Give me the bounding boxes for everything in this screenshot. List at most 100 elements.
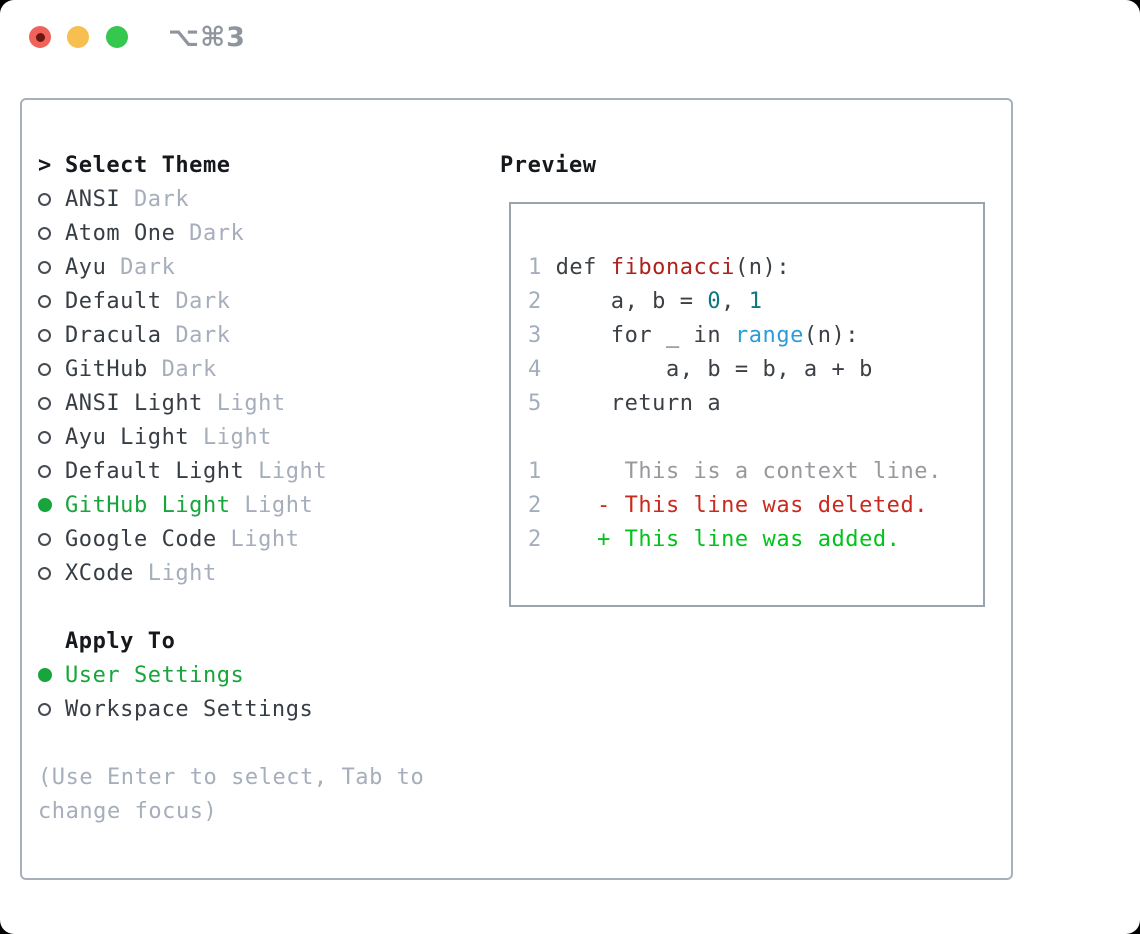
option-variant: Dark (147, 356, 217, 382)
radio-icon (38, 260, 65, 274)
spacer-row (38, 590, 424, 624)
select-theme-title: Select Theme (65, 152, 231, 178)
diff-text: This is a context line. (596, 458, 942, 484)
select-theme-header: > Select Theme (38, 148, 424, 182)
theme-option-github-light[interactable]: GitHub Light Light (38, 488, 424, 522)
radio-icon (38, 294, 65, 308)
radio-unselected-icon (38, 464, 51, 478)
option-variant: Dark (106, 254, 176, 280)
prompt-caret-icon: > (38, 152, 52, 178)
theme-option-xcode[interactable]: XCode Light (38, 556, 424, 590)
preview-header: Preview (500, 148, 597, 182)
theme-option-github[interactable]: GitHub Dark (38, 352, 424, 386)
theme-option-ansi-light[interactable]: ANSI Light Light (38, 386, 424, 420)
code-token: return a (555, 391, 722, 416)
option-label: Ayu Light (65, 424, 190, 450)
radio-unselected-icon (38, 566, 51, 580)
radio-unselected-icon (38, 260, 51, 274)
option-variant: Dark (161, 322, 231, 348)
code-line: 3 for _ in range(n): (528, 319, 983, 353)
radio-unselected-icon (38, 294, 51, 308)
option-variant: Light (230, 492, 314, 518)
radio-unselected-icon (38, 396, 51, 410)
theme-option-ayu[interactable]: Ayu Dark (38, 250, 424, 284)
minimize-button[interactable] (67, 26, 89, 48)
line-number: 1 (528, 458, 542, 484)
radio-icon (38, 362, 65, 376)
line-number: 2 (528, 526, 542, 552)
code-token: a, b = b, a + b (555, 357, 873, 383)
code-token: a, b = (555, 289, 708, 315)
maximize-button[interactable] (106, 26, 128, 48)
radio-icon (38, 430, 65, 444)
line-number: 4 (528, 357, 542, 383)
theme-option-atom-one[interactable]: Atom One Dark (38, 216, 424, 250)
line-number: 5 (528, 391, 542, 416)
option-variant: Light (216, 526, 300, 552)
code-line: 2 a, b = 0, 1 (528, 285, 983, 319)
diff-line-added: 2 + This line was added. (528, 522, 983, 556)
code-token: (n): (734, 255, 791, 281)
hint-line-2: change focus) (38, 798, 218, 824)
option-variant: Dark (120, 186, 190, 212)
close-dot-icon (35, 32, 45, 42)
diff-text: + This line was added. (596, 526, 901, 552)
radio-selected-icon (38, 498, 52, 512)
option-label: Ayu (65, 254, 107, 280)
close-button[interactable] (29, 26, 51, 48)
option-label: Default Light (65, 458, 245, 484)
line-number: 2 (528, 492, 542, 518)
usage-hint: (Use Enter to select, Tab to change focu… (38, 760, 424, 828)
option-variant: Light (133, 560, 217, 586)
radio-icon (38, 328, 65, 342)
code-token: range (734, 323, 804, 349)
code-token: 1 (748, 289, 763, 315)
theme-option-dracula[interactable]: Dracula Dark (38, 318, 424, 352)
code-token: (n): (803, 323, 860, 349)
option-label: User Settings (65, 662, 245, 688)
option-variant: Dark (175, 220, 245, 246)
radio-selected-icon (38, 668, 52, 682)
option-label: Workspace Settings (65, 696, 314, 722)
theme-option-google-code[interactable]: Google Code Light (38, 522, 424, 556)
spacer-row (38, 726, 424, 760)
code-line: 4 a, b = b, a + b (528, 353, 983, 387)
theme-option-default[interactable]: Default Dark (38, 284, 424, 318)
preview-title: Preview (500, 152, 597, 178)
code-line: 1 def fibonacci(n): (528, 251, 983, 285)
radio-icon (38, 498, 65, 512)
radio-icon (38, 566, 65, 580)
code-token: , (721, 289, 749, 315)
theme-option-ansi[interactable]: ANSI Dark (38, 182, 424, 216)
option-label: XCode (65, 560, 134, 586)
line-number: 1 (528, 255, 542, 281)
code-line (528, 420, 983, 454)
theme-option-ayu-light[interactable]: Ayu Light Light (38, 420, 424, 454)
option-variant: Light (202, 390, 286, 416)
option-label: Atom One (65, 220, 176, 246)
option-variant: Light (244, 458, 328, 484)
option-label: ANSI (65, 186, 121, 212)
radio-unselected-icon (38, 226, 51, 240)
theme-option-default-light[interactable]: Default Light Light (38, 454, 424, 488)
line-number: 2 (528, 289, 542, 315)
code-token: 0 (707, 289, 722, 315)
radio-unselected-icon (38, 702, 51, 716)
hint-line-1: (Use Enter to select, Tab to (38, 764, 425, 790)
titlebar: ⌥⌘3 (0, 0, 1140, 98)
radio-unselected-icon (38, 430, 51, 444)
code-token: for _ in (555, 323, 735, 349)
radio-icon (38, 702, 65, 716)
apply-option-user-settings[interactable]: User Settings (38, 658, 424, 692)
code-token: fibonacci (610, 255, 735, 281)
option-variant: Light (189, 424, 272, 450)
radio-icon (38, 226, 65, 240)
apply-option-workspace-settings[interactable]: Workspace Settings (38, 692, 424, 726)
